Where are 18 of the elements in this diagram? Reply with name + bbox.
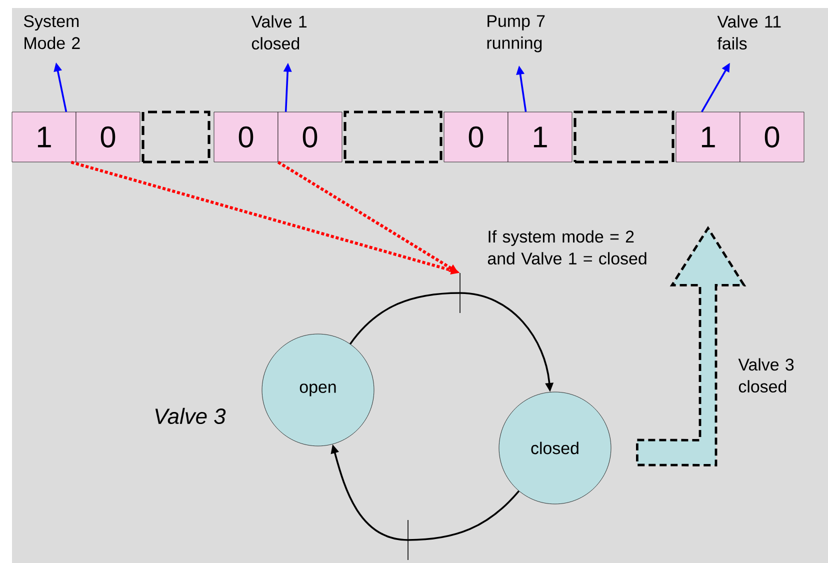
bit-cell: 0 bbox=[76, 112, 140, 162]
hollow-arrow bbox=[636, 226, 746, 466]
bit-cell: 0 bbox=[278, 112, 342, 162]
bit-cell: 1 bbox=[508, 112, 572, 162]
signal-label: System Mode 2 bbox=[24, 15, 80, 50]
signal-label: Valve 1 closed bbox=[251, 15, 307, 50]
condition-text: If system mode = 2 and Valve 1 = closed bbox=[488, 230, 646, 265]
bit-cell: 1 bbox=[12, 112, 76, 162]
transition-line bbox=[350, 292, 460, 344]
state-machine-label: Valve 3 bbox=[155, 408, 226, 424]
signal-label: Pump 7 running bbox=[487, 15, 545, 52]
signal-label: Valve 11 fails bbox=[717, 15, 781, 50]
output-label: Valve 3 closed bbox=[738, 358, 794, 393]
bit-cell: 0 bbox=[214, 112, 278, 162]
bit-cell: 0 bbox=[444, 112, 508, 162]
transition-line bbox=[408, 490, 520, 541]
bit-cell: 0 bbox=[740, 112, 804, 162]
bit-cell: 1 bbox=[676, 112, 740, 162]
